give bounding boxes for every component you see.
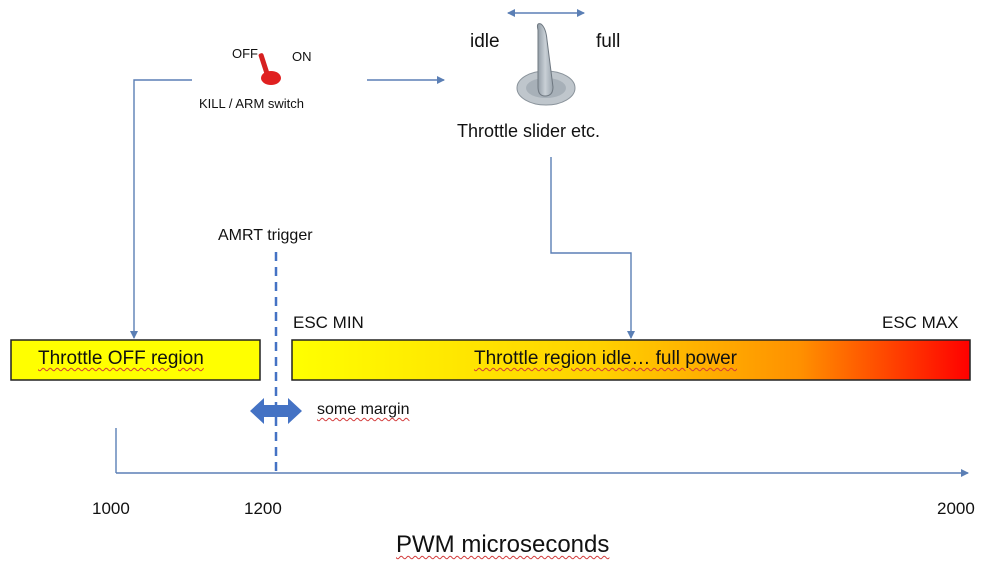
slider-caption: Throttle slider etc. (457, 121, 601, 141)
slider-full-label: full (596, 31, 621, 52)
switch-off-label: OFF (232, 46, 258, 61)
axis-tick-1000: 1000 (92, 499, 130, 518)
axis-title: PWM microseconds (396, 531, 610, 558)
slider-idle-label: idle (470, 31, 500, 52)
slider-to-power-region-arrow (550, 157, 635, 339)
toggle-switch-icon (258, 53, 281, 85)
throttle-power-region-bar (291, 339, 971, 381)
throttle-off-region-bar (10, 339, 261, 381)
throttle-off-region-label: Throttle OFF region (38, 348, 204, 369)
axis-tick-1200: 1200 (244, 499, 282, 518)
throttle-power-region-label: Throttle region idle… full power (474, 348, 737, 369)
switch-to-off-region-arrow (130, 79, 192, 339)
esc-max-label: ESC MAX (882, 313, 959, 332)
amrt-trigger-label: AMRT trigger (218, 227, 313, 244)
esc-min-label: ESC MIN (293, 313, 364, 332)
axis-tick-2000: 2000 (937, 499, 975, 518)
margin-double-arrow (250, 398, 302, 424)
switch-caption: KILL / ARM switch (199, 96, 304, 111)
throttle-slider-icon (516, 23, 576, 106)
some-margin-label: some margin (317, 401, 410, 418)
switch-on-label: ON (292, 49, 312, 64)
